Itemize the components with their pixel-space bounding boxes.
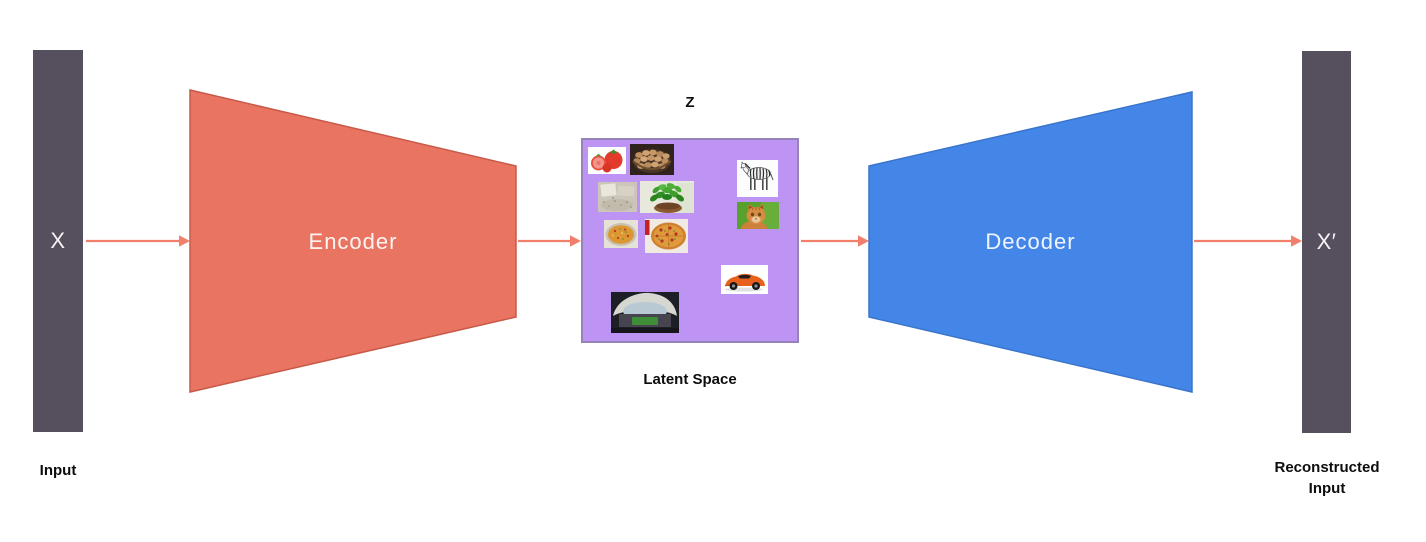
latent-space-caption: Latent Space (643, 371, 737, 388)
arrow-head-icon (179, 235, 190, 247)
pizza-icon (645, 219, 688, 253)
arrow-head-icon (570, 235, 581, 247)
encoder-trapezoid (189, 89, 517, 393)
latent-space-box (581, 138, 799, 343)
cat-icon (737, 202, 779, 229)
basil-bowl-icon (640, 181, 694, 213)
latent-image-basil-bowl (640, 181, 694, 213)
decoder-label: Decoder (985, 229, 1076, 254)
arrow-encoder-to-latent (518, 235, 581, 247)
input-bar-label: X (50, 228, 66, 253)
output-caption-line2: Input (1308, 480, 1346, 497)
input-bar: X (33, 50, 83, 432)
arrow-decoder-to-output (1194, 235, 1302, 247)
latent-image-tomatoes (588, 147, 626, 174)
sports-car-icon (721, 265, 768, 294)
latent-image-stadium (611, 292, 679, 333)
zebra-icon (737, 160, 778, 197)
tomatoes-icon (588, 147, 626, 174)
input-caption: Input (39, 462, 77, 479)
latent-image-pizza (645, 219, 688, 253)
arrow-head-icon (1291, 235, 1302, 247)
latent-image-rice-grain-dish (598, 182, 637, 212)
latent-image-orange-sports-car (721, 265, 768, 294)
output-bar: X′ (1302, 51, 1351, 433)
latent-image-eggs (630, 144, 674, 175)
eggs-icon (630, 144, 674, 175)
output-caption: Reconstructed Input (1257, 457, 1397, 499)
arrow-latent-to-decoder (801, 235, 869, 247)
latent-image-paella-pan (604, 220, 638, 248)
arrow-input-to-encoder (86, 235, 190, 247)
latent-image-cat (737, 202, 779, 229)
rice-dish-icon (598, 182, 637, 212)
arrow-head-icon (858, 235, 869, 247)
output-caption-line1: Reconstructed (1274, 459, 1380, 476)
decoder-trapezoid (868, 91, 1193, 393)
paella-pan-icon (604, 220, 638, 248)
latent-image-zebra (737, 160, 778, 197)
output-bar-label: X′ (1316, 229, 1337, 254)
encoder-label: Encoder (308, 229, 398, 254)
latent-z-label: Z (685, 94, 695, 111)
stadium-icon (611, 292, 679, 333)
